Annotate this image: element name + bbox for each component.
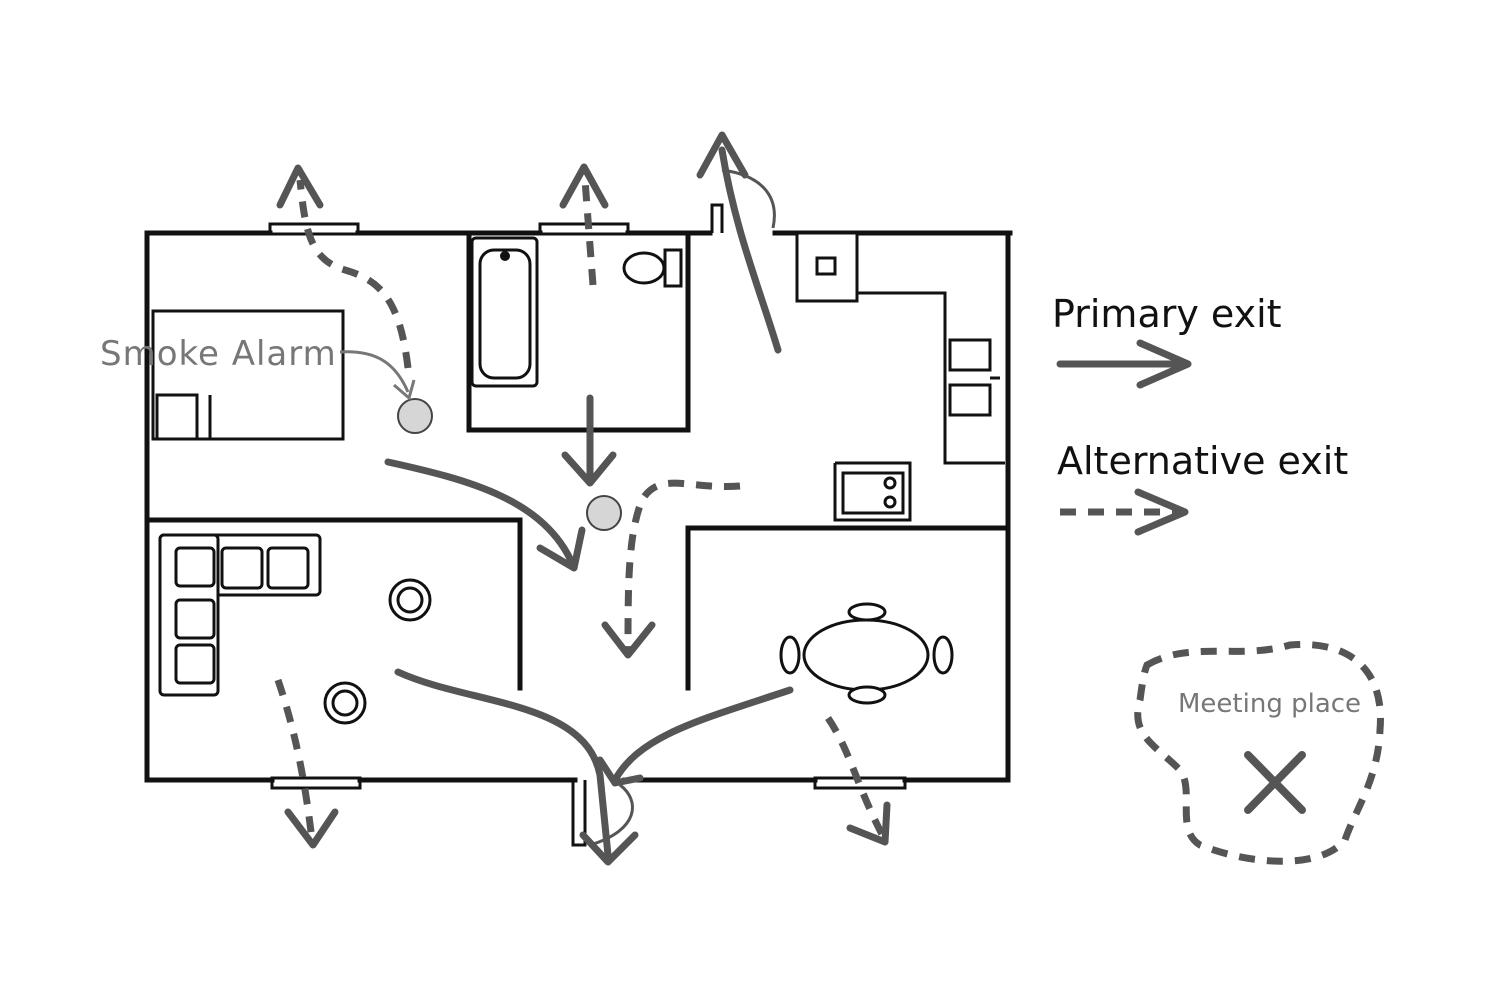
smoke-alarm-icon <box>586 495 622 531</box>
smoke-alarm-icon <box>397 398 433 434</box>
bed <box>151 309 345 441</box>
alternative-exit-routes <box>274 163 891 849</box>
legend-primary-arrowhead <box>1136 339 1192 389</box>
fridge <box>795 231 859 303</box>
legend-primary-label: Primary exit <box>1052 292 1282 336</box>
armchair-1 <box>388 578 432 622</box>
meeting-place-boundary <box>1134 640 1384 865</box>
armchair-2 <box>323 681 367 725</box>
walls <box>144 168 1013 847</box>
meeting-place-x-icon <box>1244 751 1306 814</box>
meeting-place: Meeting place <box>1134 640 1384 865</box>
stove <box>841 471 905 515</box>
meeting-place-label: Meeting place <box>1178 689 1361 719</box>
legend: Primary exit Alternative exit <box>1052 292 1348 536</box>
smoke-alarm-label: Smoke Alarm <box>100 334 337 374</box>
toilet <box>622 248 683 288</box>
sofa <box>158 533 322 697</box>
dining-table <box>779 602 954 705</box>
sink <box>948 338 1000 417</box>
bathtub <box>470 236 539 388</box>
primary-exit-routes <box>384 131 794 866</box>
legend-alternative-label: Alternative exit <box>1057 439 1348 483</box>
legend-alternative-arrowhead <box>1134 488 1189 536</box>
